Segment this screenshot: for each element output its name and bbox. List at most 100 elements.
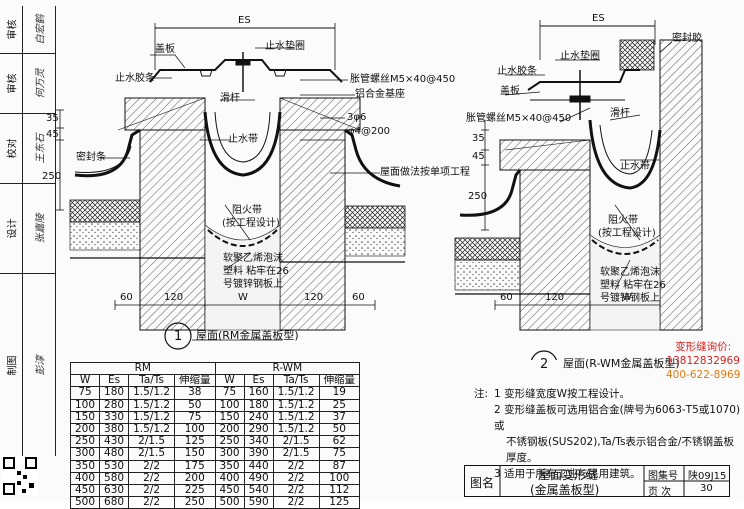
label-lvhejin-jizuo: 铝合金基座 bbox=[355, 89, 405, 100]
group-header-rwm: R-WM bbox=[214, 361, 361, 376]
table-cell: 400 bbox=[69, 471, 101, 485]
dim-120: 120 bbox=[545, 292, 565, 303]
dim-250: 250 bbox=[42, 171, 62, 182]
label-mifengtiao: 密封条 bbox=[76, 152, 106, 163]
title-sub: (金属盖板型) bbox=[530, 483, 600, 497]
column-header: 伸缩量 bbox=[174, 374, 216, 388]
note-line: 3 适用于所有工业与民用建筑。 bbox=[494, 468, 641, 480]
table-cell: 580 bbox=[99, 471, 130, 485]
label-gaiban: 盖板 bbox=[155, 44, 175, 55]
dim-45: 45 bbox=[472, 151, 485, 162]
table-cell: 630 bbox=[99, 483, 130, 498]
label-zuhuodai: 阻火带 bbox=[608, 215, 638, 226]
table-cell: 540 bbox=[243, 483, 274, 498]
table-cell: 200 bbox=[174, 471, 216, 485]
label-zhishuidai: 止水带 bbox=[620, 161, 650, 172]
table-cell: 75 bbox=[318, 447, 361, 461]
label-huagan: 滑杆 bbox=[220, 93, 240, 104]
notes: 注: 1 变形缝宽度W按工程设计。 2 变形缝盖板可选用铝合金(牌号为6063-… bbox=[474, 386, 744, 482]
table-cell: 225 bbox=[174, 483, 216, 498]
table-cell: 500 bbox=[214, 496, 245, 509]
column-header: W bbox=[214, 374, 245, 388]
table-cell: 280 bbox=[99, 398, 130, 412]
detail-caption-2: 屋面(R-WM金属盖板型) bbox=[563, 357, 680, 370]
table-cell: 2/2 bbox=[128, 459, 176, 473]
dim-120: 120 bbox=[164, 292, 184, 303]
table-cell: 2/2 bbox=[128, 483, 176, 498]
title-block-tuming: 图名 bbox=[470, 476, 495, 490]
column-header: 伸缩量 bbox=[318, 374, 361, 388]
dim-60: 60 bbox=[352, 292, 365, 303]
label-steel-a: 3φ6 bbox=[347, 112, 367, 123]
table-cell: 2/1.5 bbox=[128, 447, 176, 461]
table-group-header: RM R-WM bbox=[70, 361, 361, 376]
dim-es: ES bbox=[592, 13, 605, 24]
table-cell: 75 bbox=[69, 386, 101, 400]
note-line: 不锈钢板(SUS202),Ta/Ts表示铝合金/不锈钢盖板厚度。 bbox=[506, 436, 734, 464]
table-cell: 380 bbox=[99, 422, 130, 437]
dim-120: 120 bbox=[304, 292, 324, 303]
table-cell: 680 bbox=[99, 496, 130, 509]
table-cell: 180 bbox=[243, 398, 274, 412]
table-cell: 1.5/1.2 bbox=[128, 410, 176, 424]
table-cell: 100 bbox=[318, 471, 361, 485]
dim-60: 60 bbox=[120, 292, 133, 303]
strip-row: 设计 张嘉陵 bbox=[0, 184, 55, 274]
label-zhishui-dianquan: 止水垫圈 bbox=[265, 41, 305, 52]
diagram-2 bbox=[454, 20, 703, 360]
column-header: Ta/Ts bbox=[272, 374, 320, 388]
table-cell: 2/2 bbox=[272, 496, 320, 509]
table-cell: 2/1.5 bbox=[272, 447, 320, 461]
page-label: 页 次 bbox=[648, 487, 672, 498]
dim-es: ES bbox=[238, 15, 251, 26]
table-cell: 50 bbox=[318, 422, 361, 437]
table-cell: 75 bbox=[214, 386, 245, 400]
page-number: 30 bbox=[700, 483, 713, 494]
table-cell: 2/1.5 bbox=[272, 435, 320, 449]
dim-35: 35 bbox=[472, 133, 485, 144]
table-cell: 450 bbox=[214, 483, 245, 498]
strip-row: 制图 彭淳 bbox=[0, 274, 55, 456]
group-header-rm: RM bbox=[70, 361, 216, 376]
label-fill-1: 软聚乙烯泡沫 bbox=[223, 253, 283, 264]
dim-45: 45 bbox=[46, 129, 59, 140]
notes-head: 注: bbox=[474, 388, 489, 400]
column-header: Es bbox=[243, 374, 274, 388]
table-cell: 2/2 bbox=[272, 459, 320, 473]
table-cell: 200 bbox=[214, 422, 245, 437]
label-gaiban: 盖板 bbox=[500, 86, 520, 97]
table-cell: 500 bbox=[69, 496, 101, 509]
table-cell: 19 bbox=[318, 386, 361, 400]
promo-hotline[interactable]: 400-622-8969 bbox=[666, 369, 741, 381]
detail-number-2: 2 bbox=[540, 357, 549, 372]
table-cell: 300 bbox=[69, 447, 101, 461]
table-cell: 590 bbox=[243, 496, 274, 509]
promo-title: 变形缝询价: bbox=[675, 341, 732, 353]
table-cell: 150 bbox=[174, 447, 216, 461]
table-cell: 25 bbox=[318, 398, 361, 412]
table-cell: 1.5/1.2 bbox=[272, 422, 320, 437]
dim-60: 60 bbox=[500, 292, 513, 303]
strip-row: 审核 何万灵 bbox=[0, 54, 55, 114]
promo-phone[interactable]: 13812832969 bbox=[666, 355, 740, 367]
diagram-1 bbox=[56, 23, 406, 350]
label-fill-3: 号镀锌钢板上 bbox=[223, 279, 283, 290]
label-zhishui-dianquan: 止水垫圈 bbox=[560, 51, 600, 62]
table-cell: 62 bbox=[318, 435, 361, 449]
table-cell: 300 bbox=[214, 447, 245, 461]
section-drawings bbox=[56, 20, 703, 360]
label-pengzhang-luosi: 胀管螺丝M5×40@450 bbox=[350, 74, 456, 85]
table-cell: 250 bbox=[174, 496, 216, 509]
table-cell: 340 bbox=[243, 435, 274, 449]
qr-code-icon bbox=[2, 456, 38, 496]
label-steel-b: φ4@200 bbox=[348, 126, 391, 137]
label-mifengjiao: 密封胶 bbox=[672, 33, 702, 44]
table-cell: 37 bbox=[318, 410, 361, 424]
table-cell: 75 bbox=[174, 410, 216, 424]
